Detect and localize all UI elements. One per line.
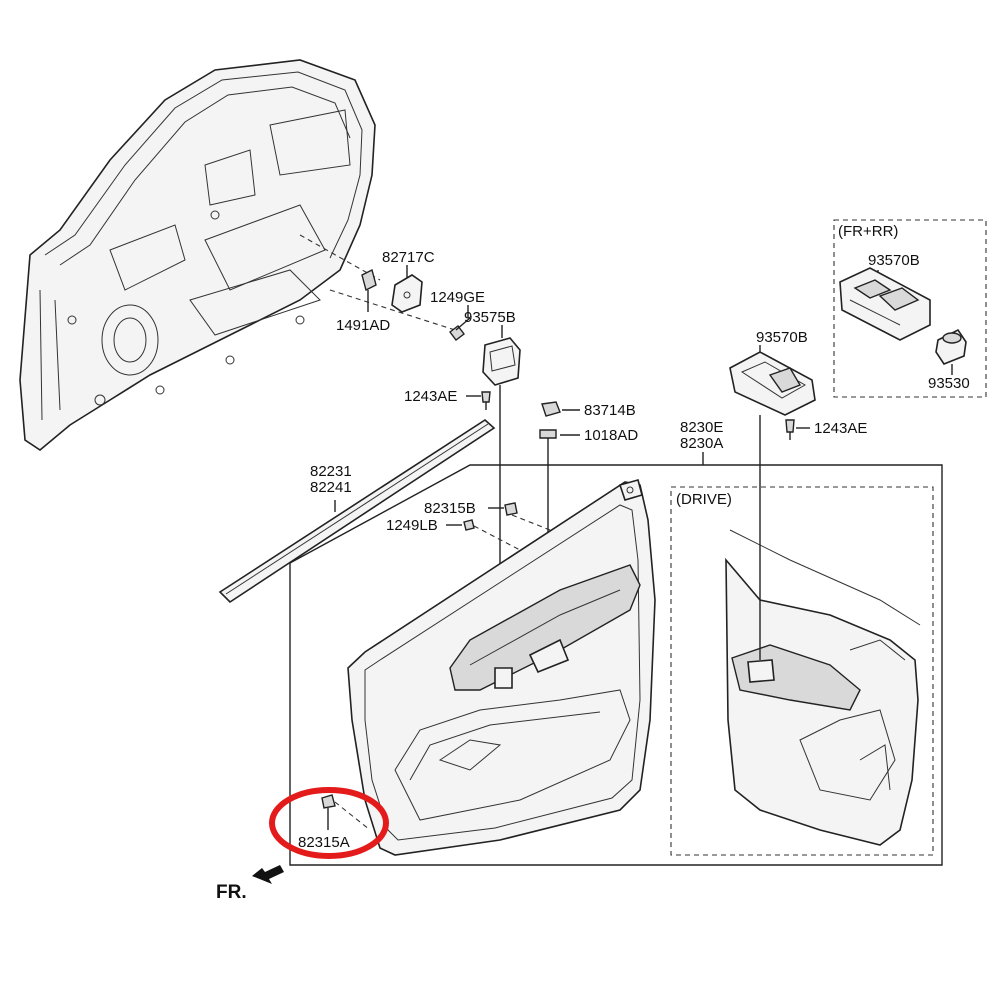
- label-82717c: 82717C: [382, 249, 435, 266]
- label-93570b-inset: 93570B: [868, 252, 920, 269]
- label-82315a: 82315A: [298, 834, 350, 851]
- label-82241: 82241: [310, 479, 352, 496]
- clip-82315a: 82315A: [298, 794, 371, 851]
- label-8230a: 8230A: [680, 435, 723, 452]
- clip-83714b: 83714B: [541, 401, 636, 419]
- clip-82315b: 82315B: [424, 500, 518, 517]
- bracket-82717c: 82717C: [382, 249, 435, 313]
- label-group-8230: 8230E 8230A: [680, 419, 723, 465]
- door-shell: [19, 59, 376, 451]
- screw-1249lb: 1249LB: [386, 517, 475, 534]
- label-1243ae-right: 1243AE: [814, 420, 867, 437]
- label-93570b-middle: 93570B: [756, 329, 808, 346]
- label-93575b: 93575B: [464, 309, 516, 326]
- clip-1491ad: 1491AD: [336, 268, 390, 334]
- label-8230e: 8230E: [680, 419, 723, 436]
- direction-label: FR.: [216, 882, 247, 903]
- drive-inset-frame: [670, 486, 934, 856]
- label-82231: 82231: [310, 463, 352, 480]
- switch-93570b-inset: 93570B: [839, 252, 931, 341]
- switch-93530: 93530: [928, 328, 970, 392]
- label-1249ge: 1249GE: [430, 289, 485, 306]
- screw-1243ae-left: 1243AE: [404, 388, 491, 410]
- switch-93570b-middle: 93570B: [729, 329, 816, 660]
- drive-door-trim-detail: [725, 529, 921, 846]
- weatherstrip-82231-82241: 82231 82241: [218, 418, 496, 604]
- fr-rr-inset-frame: [833, 219, 987, 398]
- label-1243ae-left: 1243AE: [404, 388, 457, 405]
- screw-1249ge: 1249GE: [430, 289, 485, 341]
- screw-1243ae-right: 1243AE: [785, 419, 867, 440]
- label-83714b: 83714B: [584, 402, 636, 419]
- label-1491ad: 1491AD: [336, 317, 390, 334]
- highlight-circle: [269, 787, 389, 859]
- arrow-icon: [252, 865, 284, 884]
- main-assembly-frame: [289, 464, 943, 866]
- label-82315b: 82315B: [424, 500, 476, 517]
- fr-rr-inset-title: (FR+RR): [838, 223, 898, 240]
- drive-inset-title: (DRIVE): [676, 491, 732, 508]
- label-1018ad: 1018AD: [584, 427, 638, 444]
- front-direction-indicator: FR.: [216, 865, 284, 903]
- label-1249lb: 1249LB: [386, 517, 438, 534]
- label-93530: 93530: [928, 375, 970, 392]
- door-trim-panel: [347, 479, 656, 856]
